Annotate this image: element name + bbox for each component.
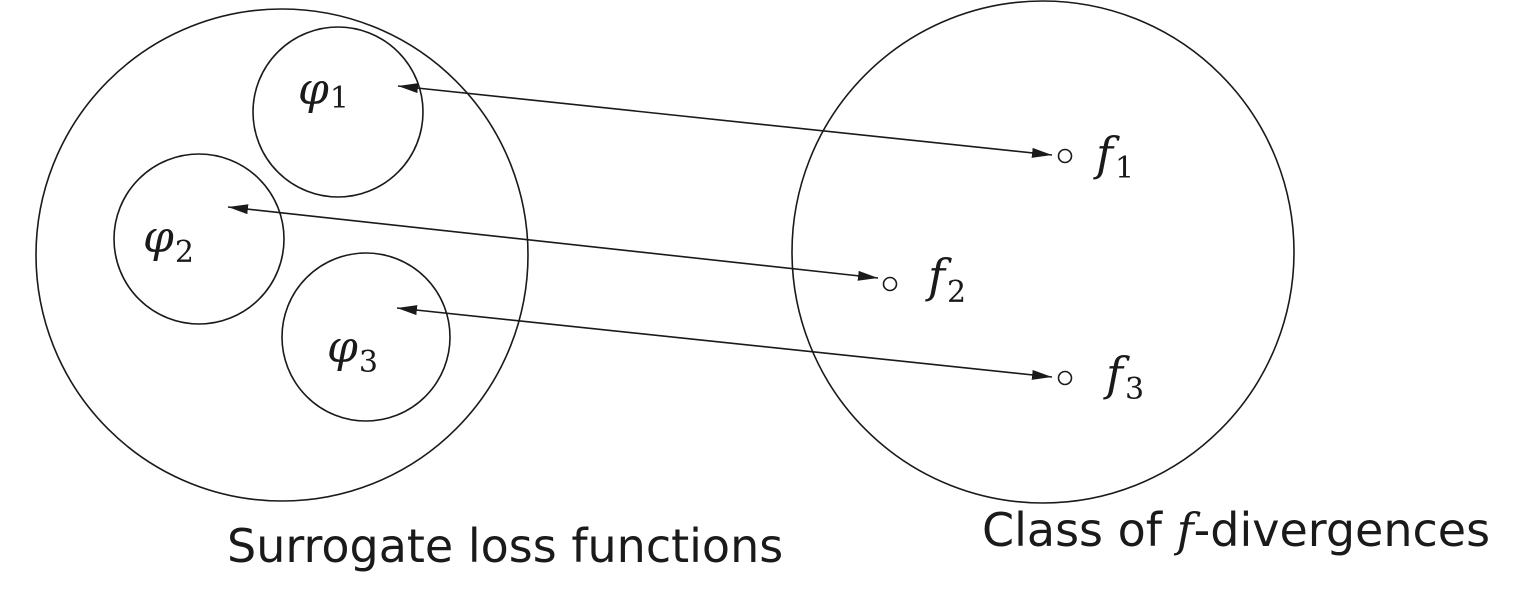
arrow-phi1-f1 xyxy=(397,83,1053,158)
f2-point xyxy=(882,276,898,292)
f1-label: f1 xyxy=(1093,127,1134,186)
right-set-caption: Class of f-divergences xyxy=(982,503,1490,557)
arrow-phi2-f2 xyxy=(227,204,879,281)
f3-label: f3 xyxy=(1103,347,1144,407)
right-caption-prefix: Class of xyxy=(982,503,1177,557)
arrow-phi3-f3 xyxy=(396,305,1053,380)
phi2-label: φ2 xyxy=(143,212,194,270)
left-set-caption: Surrogate loss functions xyxy=(227,519,783,573)
right-caption-suffix: -divergences xyxy=(1194,503,1490,557)
f-divergence-set-circle xyxy=(791,0,1295,504)
phi3-circle xyxy=(281,252,451,422)
phi1-label: φ1 xyxy=(298,64,349,116)
f3-point xyxy=(1057,370,1073,386)
phi2-circle xyxy=(113,153,285,325)
f1-point xyxy=(1057,148,1073,164)
phi3-label: φ3 xyxy=(327,322,378,380)
f2-label: f2 xyxy=(925,249,966,310)
